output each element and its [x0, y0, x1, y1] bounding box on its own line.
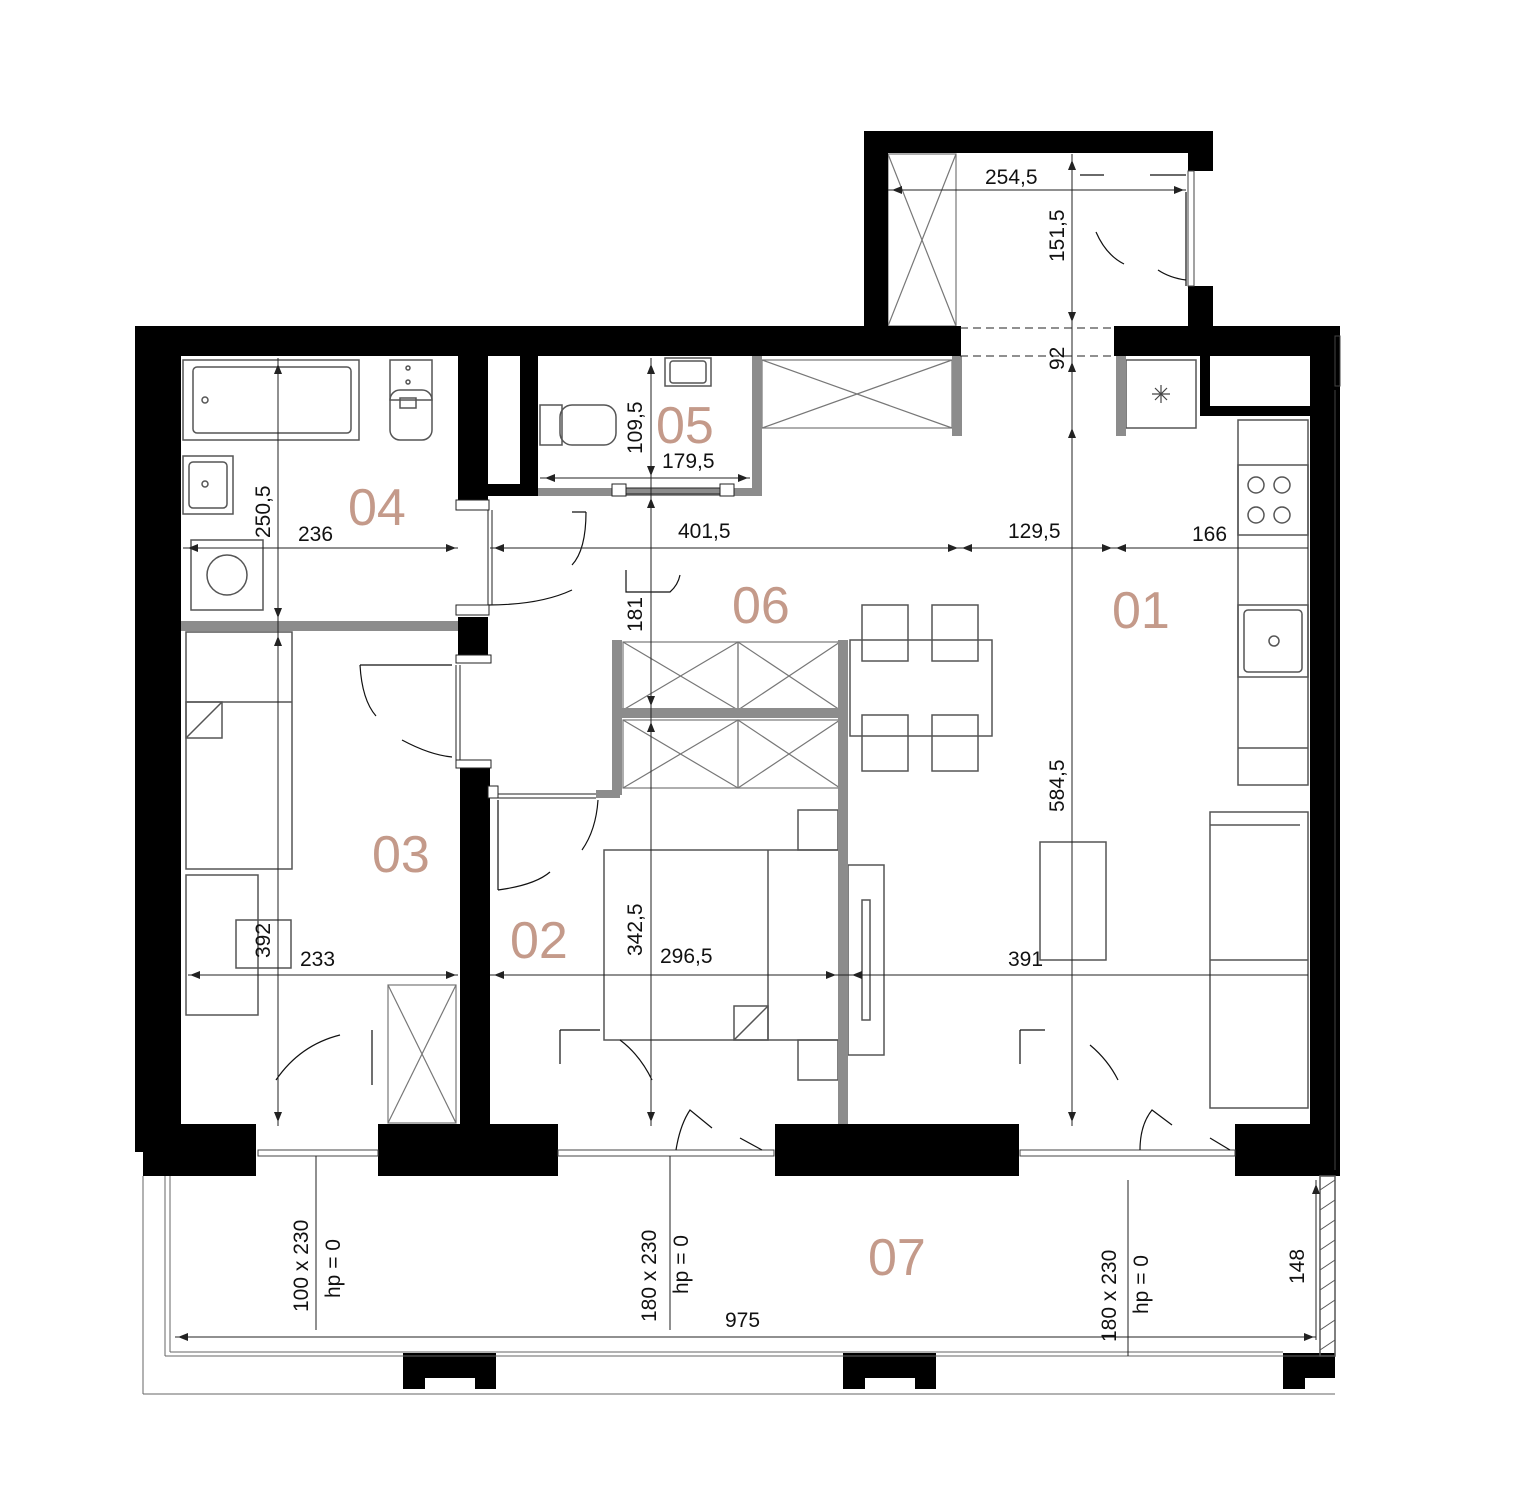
dim-250-5: 250,5 [252, 485, 275, 538]
room-label-04: 04 [348, 479, 406, 537]
kitchen-counter [1237, 419, 1309, 786]
dim-92: 92 [1046, 347, 1069, 370]
door-frames [455, 483, 735, 799]
sofa [1209, 811, 1309, 1109]
room-label-01: 01 [1112, 582, 1170, 640]
door-note-2: 180 x 230 hp = 0 [638, 1230, 693, 1322]
dim-109-5: 109,5 [624, 401, 647, 454]
dim-391: 391 [1008, 948, 1043, 971]
dim-233: 233 [300, 948, 335, 971]
single-bed [185, 631, 293, 870]
sink-icon [182, 455, 234, 515]
dim-254-5: 254,5 [985, 166, 1038, 189]
door-hp: hp = 0 [1130, 1255, 1153, 1314]
dim-401-5: 401,5 [678, 520, 731, 543]
room-labels: 01 02 03 04 05 06 07 [348, 397, 1170, 1287]
door-notes: 100 x 230 hp = 0 180 x 230 hp = 0 180 x … [290, 1220, 1153, 1342]
dim-584-5: 584,5 [1046, 759, 1069, 812]
dim-392: 392 [252, 923, 275, 958]
cooktop-icon [1247, 476, 1291, 524]
room-label-06: 06 [732, 577, 790, 635]
dim-342-5: 342,5 [624, 903, 647, 956]
sink-icon [1268, 635, 1280, 647]
dim-151-5: 151,5 [1046, 209, 1069, 262]
dimension-labels: 254,5 151,5 92 109,5 179,5 250,5 236 401… [252, 166, 1309, 1332]
room-label-07: 07 [868, 1229, 926, 1287]
windows [257, 170, 1341, 1170]
room-label-03: 03 [372, 826, 430, 884]
door-swings [275, 174, 1231, 1151]
balcony-side-screen [1319, 1175, 1336, 1357]
bathtub-icon [182, 359, 360, 441]
toilet-icon [389, 359, 433, 441]
washing-machine-icon [190, 539, 264, 611]
dim-129-5: 129,5 [1008, 520, 1061, 543]
dining-set [849, 604, 993, 772]
dim-236: 236 [298, 523, 333, 546]
door-size: 180 x 230 [1098, 1250, 1121, 1342]
dim-166: 166 [1192, 523, 1227, 546]
furniture [182, 357, 1309, 1109]
door-note-1: 100 x 230 hp = 0 [290, 1220, 345, 1312]
door-size: 100 x 230 [290, 1220, 313, 1312]
wc-fixtures [539, 357, 712, 446]
desk [185, 874, 259, 1016]
door-hp: hp = 0 [670, 1235, 693, 1294]
dim-975: 975 [725, 1309, 760, 1332]
dim-179-5: 179,5 [662, 450, 715, 473]
partition-walls [180, 356, 1126, 1128]
door-hp: hp = 0 [322, 1239, 345, 1298]
dim-296-5: 296,5 [660, 945, 713, 968]
dimension-arrows [178, 160, 1320, 1341]
asterisk-icon [1152, 385, 1170, 403]
room-label-05: 05 [656, 397, 714, 455]
balcony [142, 1176, 1335, 1395]
room-label-02: 02 [510, 912, 568, 970]
dim-148: 148 [1286, 1249, 1309, 1284]
door-note-3: 180 x 230 hp = 0 [1098, 1250, 1153, 1342]
dim-181: 181 [624, 597, 647, 632]
door-size: 180 x 230 [638, 1230, 661, 1322]
